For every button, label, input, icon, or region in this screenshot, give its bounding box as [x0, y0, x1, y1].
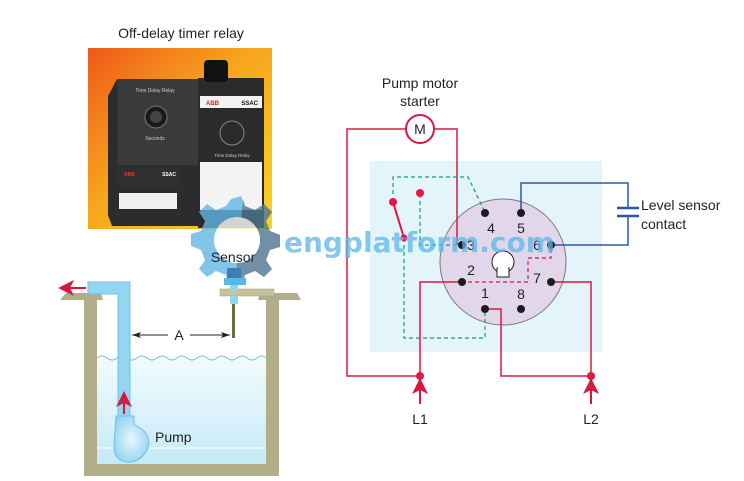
- relay-cap: [204, 60, 228, 82]
- socket-keyway: [491, 250, 515, 278]
- sensor-mount-plate: [219, 288, 275, 297]
- wire-l2-to-pin7: [551, 281, 592, 376]
- wire-l1-to-pin2: [419, 281, 462, 376]
- level-sensor-label-line1: Level sensor: [641, 197, 721, 213]
- pin-2-terminal: [458, 278, 466, 286]
- relay-brand-right: ABB: [206, 101, 220, 107]
- pin-6-terminal: [547, 241, 555, 249]
- relay-switch-contact: [389, 189, 424, 242]
- pin-8-label: 8: [517, 286, 525, 302]
- motor-starter-label-line1: Pump motor: [382, 75, 459, 91]
- relay-face-label: Time Delay Relay: [135, 88, 175, 94]
- sensor-head: [227, 268, 241, 278]
- pin-8-terminal: [517, 305, 525, 313]
- dimension-arrow-right-icon: [221, 332, 230, 338]
- distance-a-dimension: A: [132, 327, 230, 343]
- wire-pin1-to-l2: [485, 308, 591, 377]
- pin-4-label: 4: [487, 220, 495, 236]
- sensor-wiring: [520, 182, 629, 246]
- pin-2-label: 2: [467, 262, 475, 278]
- relay-side-label: Time Delay Relay: [214, 153, 250, 158]
- motor-coil-symbol: [405, 114, 435, 144]
- pump-label: Pump: [155, 429, 192, 445]
- pump: Pump: [113, 391, 192, 463]
- relay-label-plate: [119, 193, 177, 209]
- relay-model-left: SSAC: [162, 172, 176, 178]
- sensor-label: Sensor: [211, 249, 256, 265]
- relay-model-right: SSAC: [241, 101, 258, 107]
- pin-4-terminal: [481, 209, 489, 217]
- relay-brand-left: ABB: [124, 172, 135, 178]
- motor-starter-label-line2: starter: [400, 93, 440, 109]
- pin-3-terminal: [458, 241, 466, 249]
- relay-photo: Time Delay Relay Seconds ABB SSAC ABB SS…: [88, 48, 272, 229]
- motor-starter: Pump motor starter: [382, 75, 459, 109]
- level-sensor: Sensor: [211, 249, 256, 338]
- tank-left-wall: [84, 300, 97, 476]
- pin-7-label: 7: [533, 270, 541, 286]
- pin-5-terminal: [517, 209, 525, 217]
- l2-label: L2: [583, 411, 599, 427]
- watermark-text: engplatform.com: [284, 226, 555, 259]
- pin-6-label: 6: [533, 237, 541, 253]
- tank: [60, 288, 301, 476]
- terminal-l1: L1: [412, 372, 428, 427]
- internal-contact-linkage: [392, 176, 486, 339]
- pin-5-label: 5: [517, 220, 525, 236]
- l1-label: L1: [412, 411, 428, 427]
- tank-floor: [84, 464, 279, 476]
- internal-pink-link: [466, 249, 552, 283]
- level-sensor-label-line2: contact: [641, 216, 686, 232]
- relay-title: Off-delay timer relay: [118, 25, 244, 41]
- pin-7-terminal: [547, 278, 555, 286]
- pin-1-terminal: [481, 305, 489, 313]
- distance-a-label: A: [174, 327, 184, 343]
- terminal-l2: L2: [583, 372, 599, 427]
- motor-symbol-label: M: [414, 121, 426, 137]
- sensor-probe: [232, 304, 235, 338]
- wire-l1-to-motor: [346, 128, 420, 377]
- tank-right-wall: [266, 300, 279, 476]
- relay-units-label: Seconds: [145, 136, 165, 142]
- socket-pins: 12 34 56 78: [458, 209, 555, 313]
- pin-3-label: 3: [467, 237, 475, 253]
- pin-1-label: 1: [481, 285, 489, 301]
- watermark-gear-icon: [191, 196, 280, 285]
- dimension-arrow-left-icon: [132, 332, 141, 338]
